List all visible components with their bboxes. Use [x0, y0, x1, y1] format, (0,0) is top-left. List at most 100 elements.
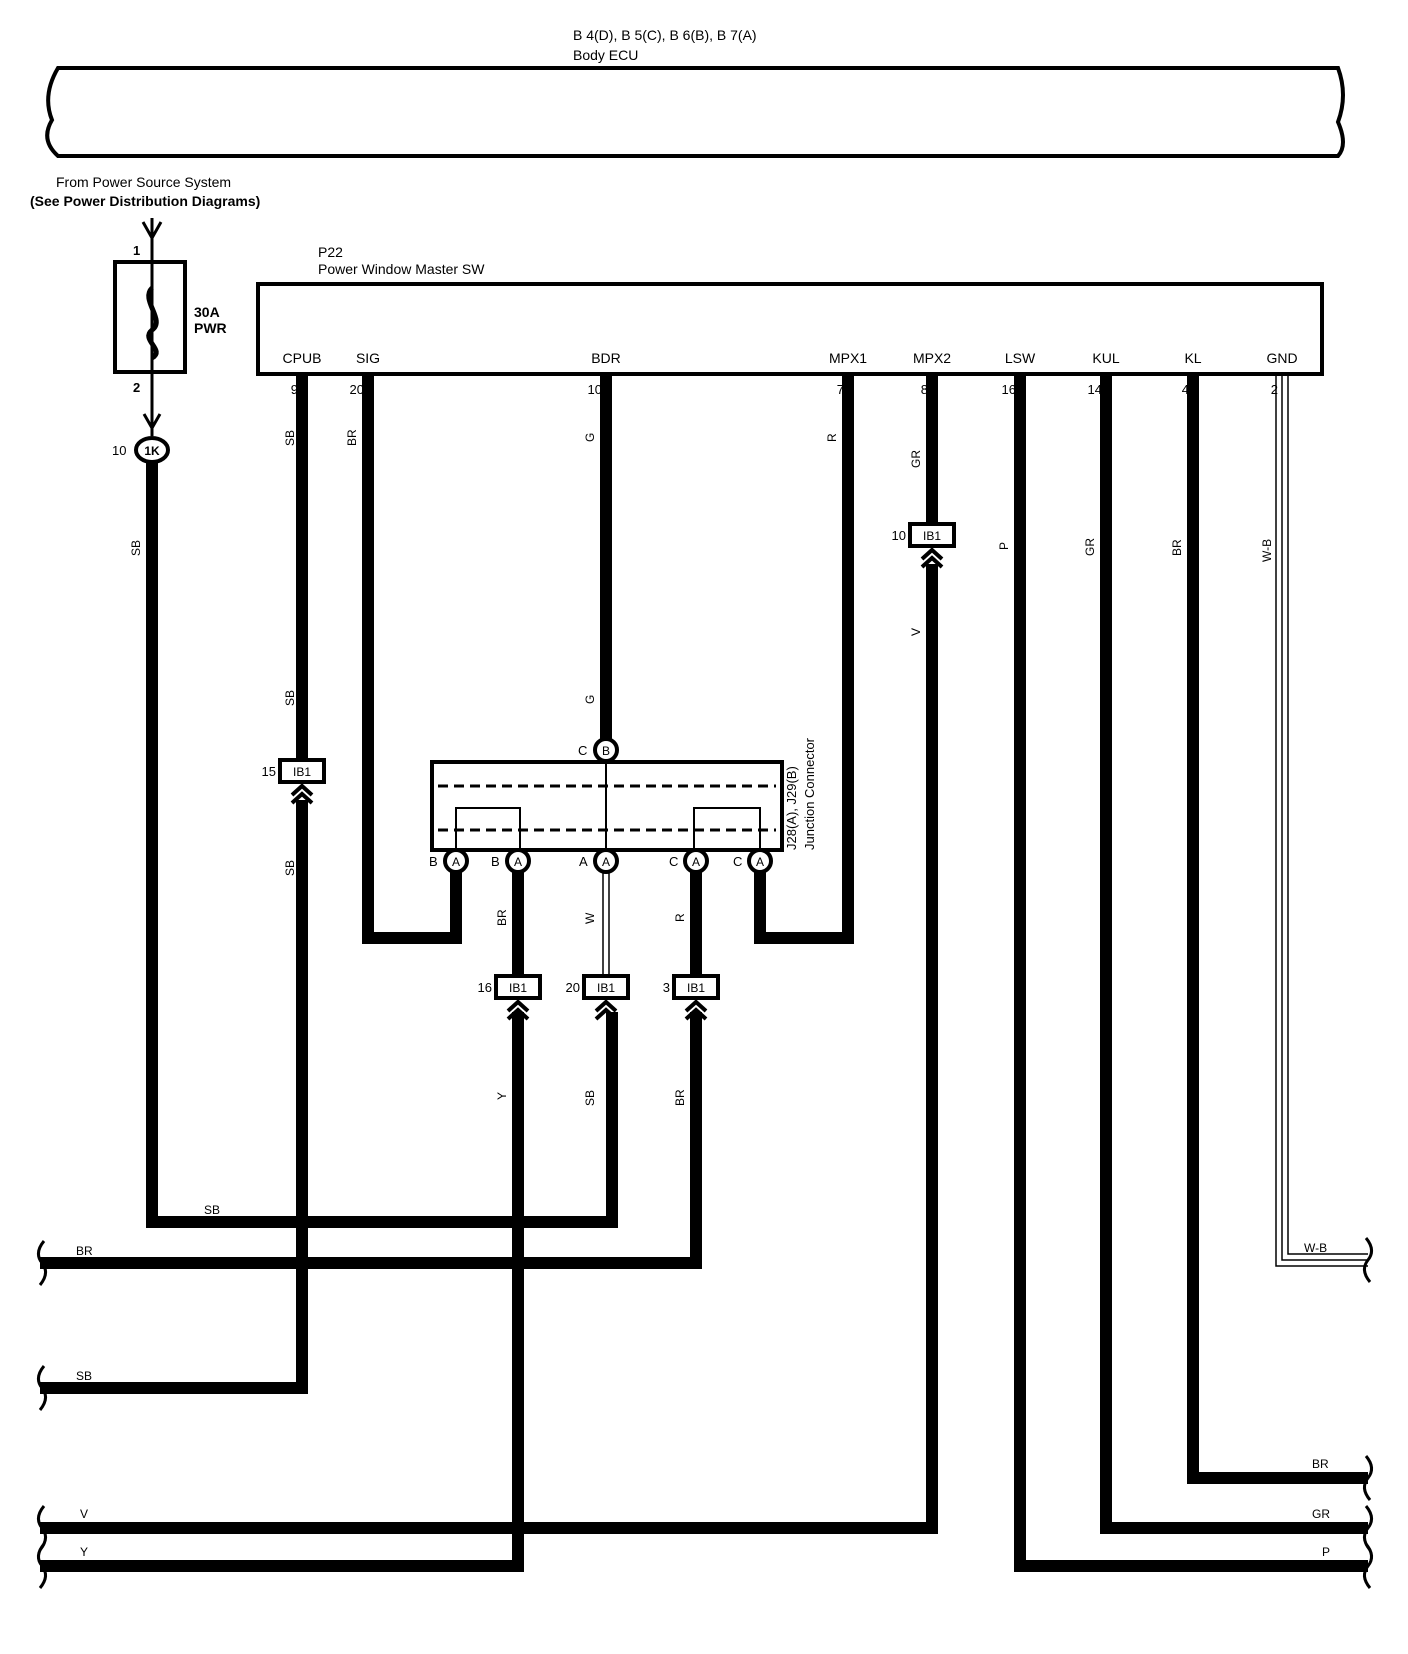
- label-sb-cpub-2: SB: [283, 690, 297, 706]
- wire-color-labels: SB SB SB SB BR G G R GR V P GR BR W-B BR…: [129, 429, 1274, 1106]
- junction-pin-conn-label: A: [756, 855, 764, 869]
- power-arrow-icon: [141, 221, 163, 242]
- terminal-bdr: BDR: [591, 350, 621, 366]
- chevron-up-icon: [920, 555, 944, 569]
- label-br-junction: BR: [495, 909, 509, 926]
- power-source-label: From Power Source System: [56, 174, 231, 190]
- junction-pin-connector: [505, 848, 531, 874]
- ib1-connector-w: IB1 20: [566, 974, 630, 1021]
- junction-connector: J28(A), J29(B) Junction Connector B C: [430, 737, 817, 860]
- ecu-connector-codes: B 4(D), B 5(C), B 6(B), B 7(A): [573, 27, 757, 43]
- chevron-up-icon: [594, 1007, 618, 1021]
- switch-code: P22: [318, 244, 343, 260]
- exit-label-p-right: P: [1322, 1545, 1330, 1559]
- ib1-label: IB1: [923, 529, 941, 543]
- chevron-up-icon: [506, 1007, 530, 1021]
- terminal-pin-mpx2: 8: [921, 382, 928, 397]
- label-y-lower: Y: [495, 1092, 509, 1100]
- ib1-pin: 3: [663, 980, 670, 995]
- junction-pin-letter: B: [429, 854, 438, 869]
- wire-sig: [362, 374, 462, 944]
- break-left-icon: [37, 1505, 47, 1551]
- break-right-icon: [1363, 1505, 1373, 1551]
- wire-gnd-a: [1275, 374, 1368, 1267]
- fuse-pin-in: 1: [133, 243, 140, 258]
- label-w-junction: W: [583, 912, 597, 924]
- ib1-label: IB1: [597, 981, 615, 995]
- body-ecu-box: [45, 66, 1345, 158]
- terminal-cpub: CPUB: [283, 350, 322, 366]
- junction-pin-connector: [747, 848, 773, 874]
- wire-cpub-lower: [40, 800, 308, 1394]
- fuse-name: PWR: [194, 320, 227, 336]
- wire-mpx2-lower: [40, 564, 938, 1534]
- chevron-up-icon: [684, 1007, 708, 1021]
- label-gr-kul: GR: [1083, 538, 1097, 556]
- terminal-pin-bdr: 10: [588, 382, 602, 397]
- master-switch-box: [256, 282, 1324, 376]
- connector-1k: 1K 10: [112, 436, 170, 464]
- label-sb-cpub: SB: [283, 430, 297, 446]
- chevron-up-icon: [290, 791, 314, 805]
- break-right-icon: [1363, 1455, 1373, 1501]
- exit-label-v: V: [80, 1507, 88, 1521]
- chevron-up-icon: [506, 999, 530, 1013]
- junction-pin-conn-label: A: [514, 855, 522, 869]
- exit-label-y: Y: [80, 1545, 88, 1559]
- terminal-mpx1: MPX1: [829, 350, 867, 366]
- junction-pin-letter: A: [579, 854, 588, 869]
- ib1-pin: 16: [478, 980, 492, 995]
- chevron-up-icon: [594, 999, 618, 1013]
- ecu-name: Body ECU: [573, 47, 638, 63]
- terminal-mpx2: MPX2: [913, 350, 951, 366]
- junction-pin-connector: [443, 848, 469, 874]
- terminal-pin-cpub: 9: [291, 382, 298, 397]
- edge-labels: SB BR SB V Y W-B BR GR P: [76, 1203, 1330, 1559]
- terminal-sig: SIG: [356, 350, 380, 366]
- junction-top-pin: C: [578, 743, 587, 758]
- wire-kl: [1187, 374, 1368, 1484]
- terminal-pin-sig: 20: [350, 382, 364, 397]
- terminal-pin-kul: 14: [1088, 382, 1102, 397]
- break-left-icon: [37, 1365, 47, 1411]
- wire-kul: [1100, 374, 1368, 1534]
- ib1-connector-br: IB1 16: [478, 974, 542, 1021]
- wire-gnd-c: [1287, 374, 1368, 1255]
- break-right-icon: [1363, 1237, 1373, 1283]
- label-sb-cpub-3: SB: [283, 860, 297, 876]
- switch-name: Power Window Master SW: [318, 261, 485, 277]
- terminal-pin-kl: 4: [1182, 382, 1189, 397]
- label-wb-gnd: W-B: [1260, 539, 1274, 562]
- chevron-up-icon: [290, 783, 314, 797]
- connector-1k-pin: 10: [112, 443, 126, 458]
- label-br-kl: BR: [1170, 539, 1184, 556]
- junction-pin-conn-label: A: [692, 855, 700, 869]
- exit-label-gr-right: GR: [1312, 1507, 1330, 1521]
- exit-label-sb: SB: [76, 1369, 92, 1383]
- terminal-kul: KUL: [1092, 350, 1119, 366]
- ib1-label: IB1: [509, 981, 527, 995]
- label-sb-lower: SB: [583, 1090, 597, 1106]
- junction-name: J28(A), J29(B): [784, 766, 799, 850]
- chevron-up-icon: [920, 547, 944, 561]
- label-br-lower: BR: [673, 1089, 687, 1106]
- switch-terminals: CPUB9SIG20BDR10MPX17MPX28LSW16KUL14KL4GN…: [283, 350, 1298, 397]
- junction-pin-conn-label: A: [452, 855, 460, 869]
- exit-label-wb: W-B: [1304, 1241, 1327, 1255]
- ib1-pin: 20: [566, 980, 580, 995]
- wire-mpx1: [754, 374, 854, 944]
- label-sb-1k: SB: [129, 540, 143, 556]
- fuse-rating: 30A: [194, 304, 220, 320]
- junction-pin-letter: C: [733, 854, 742, 869]
- fuse-icon: [146, 286, 159, 361]
- chevron-up-icon: [684, 999, 708, 1013]
- fuse-arrow-icon: [142, 413, 162, 432]
- label-r-junction: R: [673, 913, 687, 922]
- label-g-bdr-2: G: [583, 695, 597, 704]
- fuse-pin-out: 2: [133, 380, 140, 395]
- terminal-lsw: LSW: [1005, 350, 1036, 366]
